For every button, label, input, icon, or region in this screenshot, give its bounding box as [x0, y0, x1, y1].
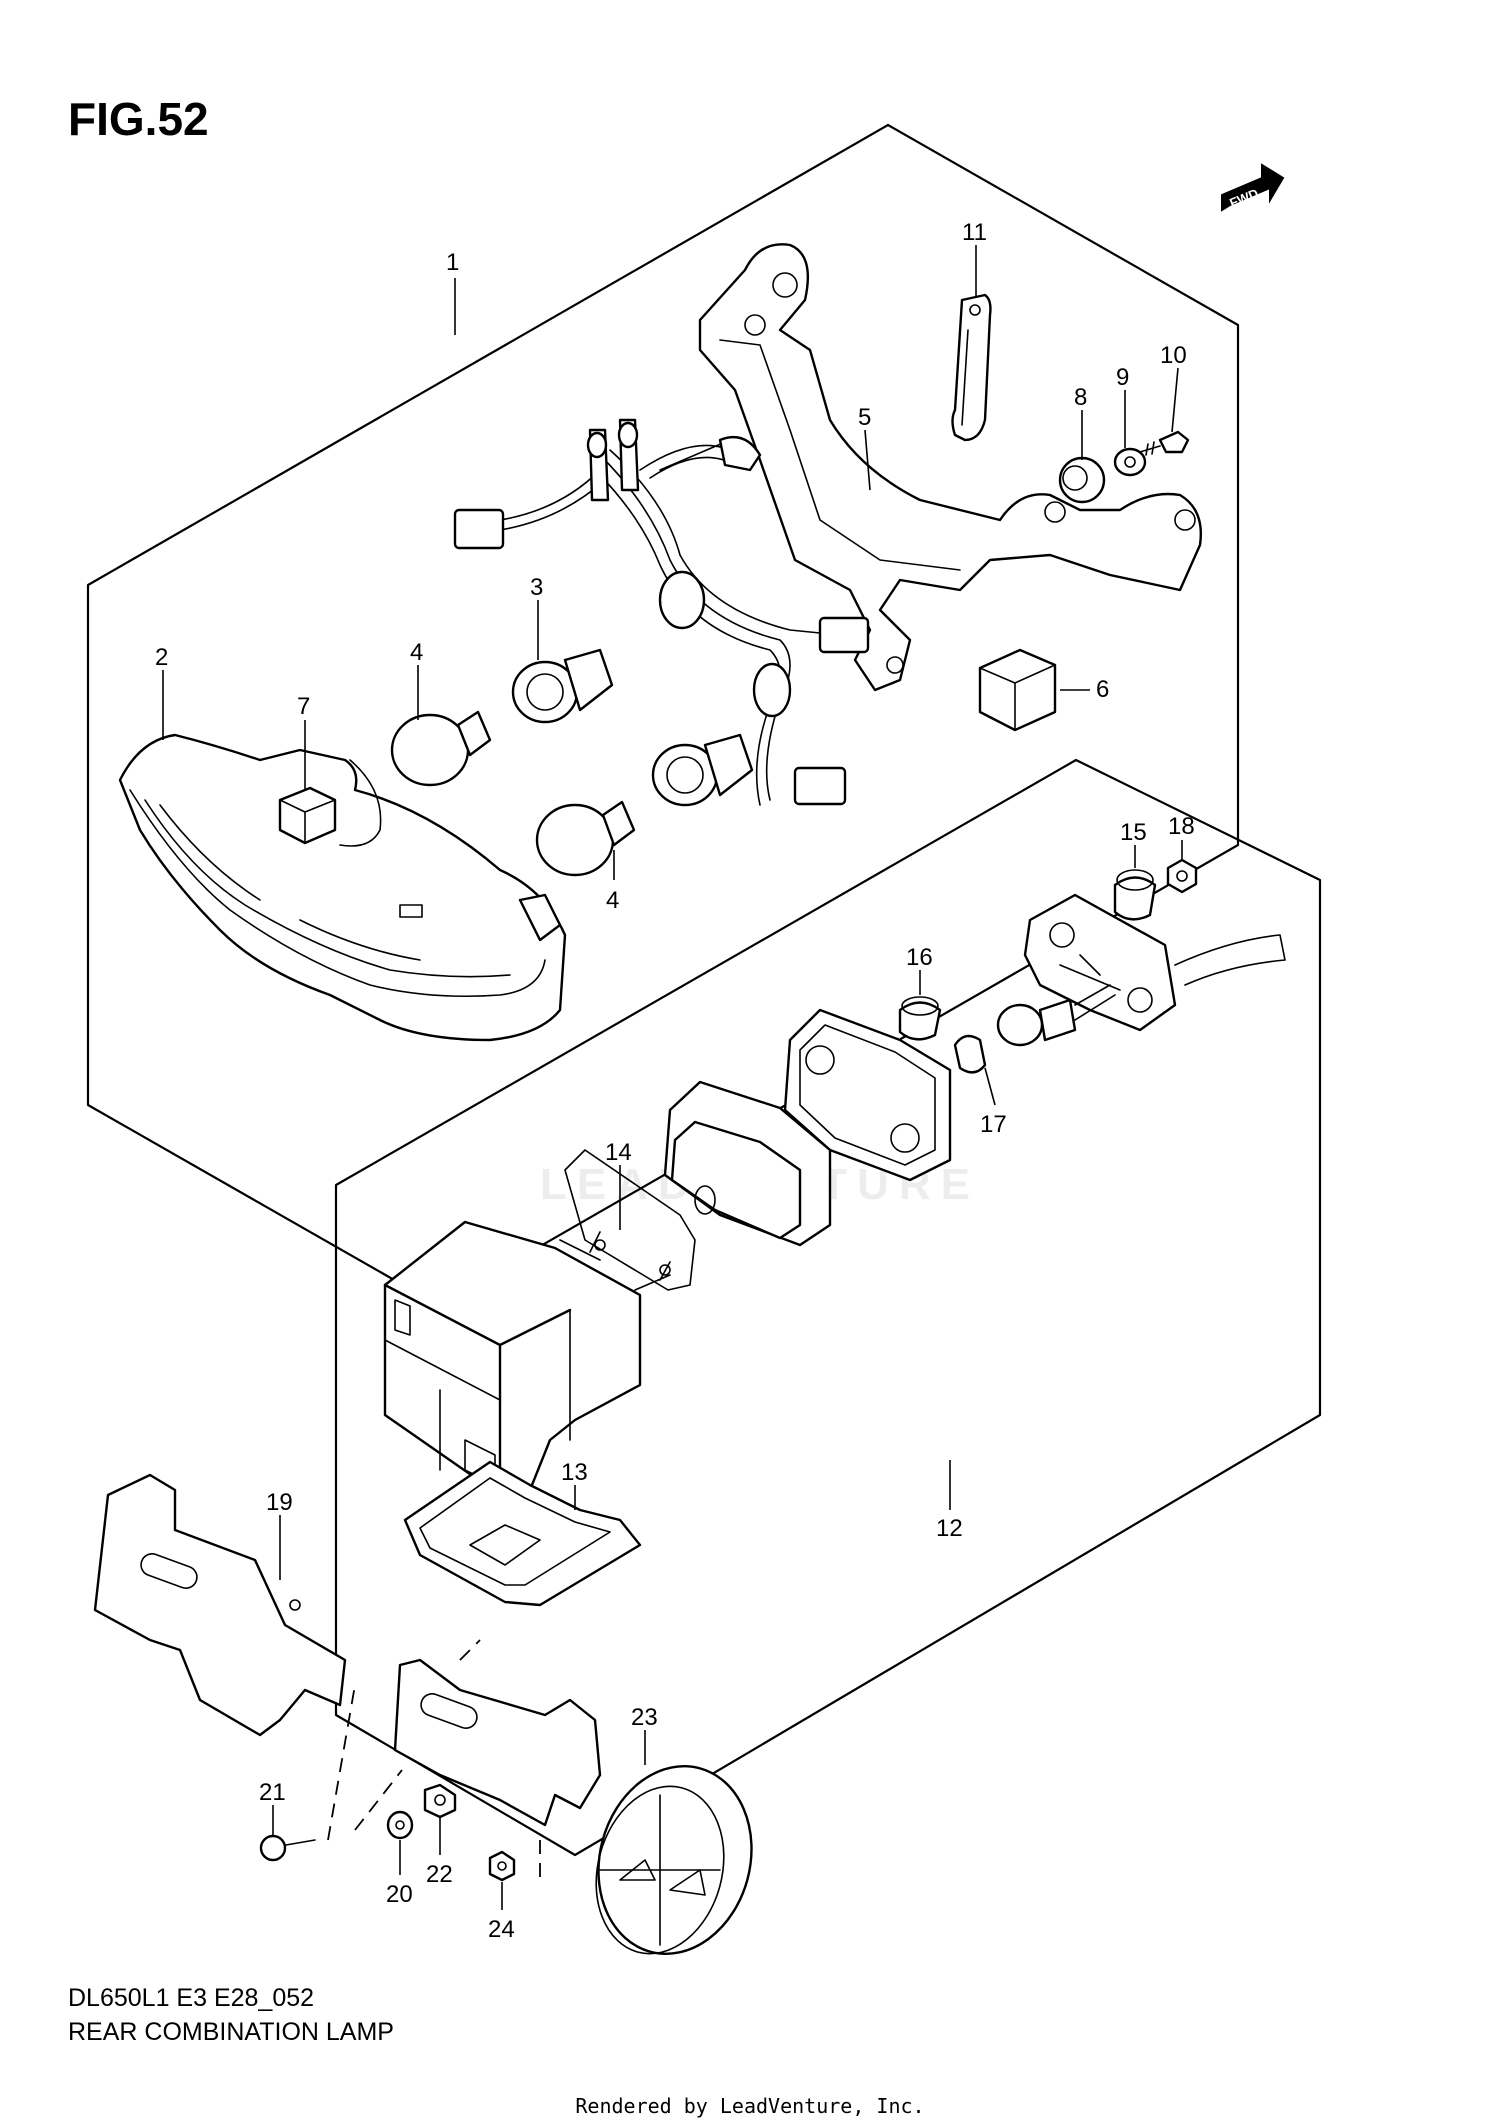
- assembly-line: [354, 1769, 403, 1831]
- callout-13: 13: [561, 1459, 588, 1486]
- figure-title: FIG.52: [68, 93, 209, 145]
- part-8-grommet: [1058, 456, 1106, 504]
- assembly-frame-1: [86, 123, 1240, 1307]
- bulb-socket-upper: [511, 648, 614, 724]
- callout-22: 22: [426, 1861, 453, 1888]
- bulb-socket-lower: [651, 733, 754, 807]
- part-5-bracket: [698, 243, 1202, 692]
- callout-numbers: 1 2 3 4 4 5 6 7 8 9 10 11 12 13 14 15 16…: [155, 219, 1195, 1943]
- part-22-nut: [423, 1783, 457, 1819]
- license-lamp-lens: [783, 1008, 952, 1182]
- part-6-block: [978, 648, 1057, 732]
- license-lamp-gasket: [663, 1080, 832, 1247]
- part-18-nut: [1166, 858, 1198, 894]
- callout-6: 6: [1096, 676, 1109, 703]
- assembly-line: [459, 1639, 481, 1661]
- callout-16: 16: [906, 944, 933, 971]
- callout-24: 24: [488, 1916, 515, 1943]
- callout-2: 2: [155, 644, 168, 671]
- callout-14: 14: [605, 1139, 632, 1166]
- part-13-lens-cover: [403, 1460, 642, 1607]
- part-10-screw: [1139, 430, 1190, 456]
- part-21-screw: [259, 1834, 316, 1862]
- part-2-lamp-housing: [118, 733, 567, 1042]
- part-4-bulb-upper: [390, 710, 492, 787]
- part-9-washer: [1113, 447, 1147, 477]
- leader-lines: [162, 245, 1183, 1910]
- callout-20: 20: [386, 1881, 413, 1908]
- fwd-arrow-icon: FWD: [1221, 163, 1285, 212]
- part-7-block: [278, 786, 337, 845]
- fwd-label: FWD: [1227, 186, 1260, 211]
- callout-8: 8: [1074, 384, 1087, 411]
- callout-10: 10: [1160, 342, 1187, 369]
- part-11-strap: [951, 293, 992, 442]
- part-17-bulb: [953, 984, 1116, 1074]
- part-20-washer: [386, 1810, 414, 1840]
- callout-23: 23: [631, 1704, 658, 1731]
- callout-3: 3: [530, 574, 543, 601]
- reflector-bracket: [393, 1658, 602, 1827]
- assembly-frame-12: [334, 758, 1322, 1857]
- rendered-by-credit: Rendered by LeadVenture, Inc.: [575, 2094, 925, 2118]
- callout-9: 9: [1116, 364, 1129, 391]
- assembly-line: [327, 1684, 356, 1841]
- callout-12: 12: [936, 1515, 963, 1542]
- tail-lamp-body: [383, 1220, 671, 1497]
- callout-11: 11: [962, 219, 987, 246]
- callout-15: 15: [1120, 819, 1147, 846]
- callout-21: 21: [259, 1779, 286, 1806]
- callout-4: 4: [410, 639, 423, 666]
- callout-4: 4: [606, 887, 619, 914]
- callout-18: 18: [1168, 813, 1195, 840]
- part-19-bracket: [93, 1473, 347, 1737]
- part-16-grommet: [898, 996, 942, 1041]
- part-4-bulb-lower: [535, 800, 636, 877]
- part-3-wiring-harness: [453, 418, 870, 806]
- diagram-code: DL650L1 E3 E28_052: [68, 1984, 315, 2012]
- callout-5: 5: [858, 404, 871, 431]
- diagram-name: REAR COMBINATION LAMP: [68, 2018, 394, 2046]
- part-14-gasket: [564, 1149, 696, 1291]
- part-23-reflector: [595, 1765, 753, 1955]
- part-24-nut: [488, 1850, 516, 1882]
- callout-19: 19: [266, 1489, 293, 1516]
- callout-1: 1: [446, 249, 459, 276]
- callout-17: 17: [980, 1111, 1007, 1138]
- part-15-grommet: [1113, 869, 1157, 921]
- license-lamp-base: [1023, 893, 1286, 1032]
- callout-7: 7: [297, 693, 310, 720]
